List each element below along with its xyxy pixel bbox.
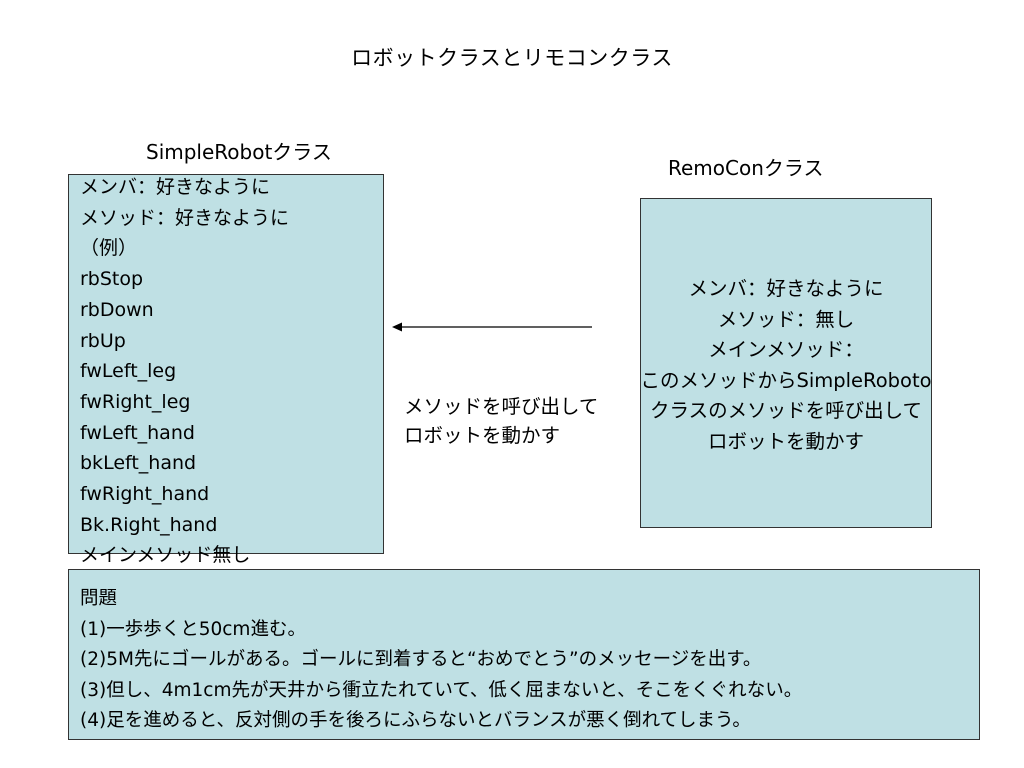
problem-heading: 問題 <box>80 588 118 609</box>
robot-line: fwRight_leg <box>80 390 191 413</box>
robot-line: メンバ：好きなように <box>80 176 271 198</box>
call-label-line: メソッドを呼び出して <box>404 395 599 418</box>
call-label-line: ロボットを動かす <box>404 424 561 447</box>
remocon-line: クラスのメソッドを呼び出して <box>649 399 923 422</box>
robot-class-heading: SimpleRobotクラス <box>146 140 332 164</box>
remocon-class-contents: メンバ：好きなように メソッド：無し メインメソッド： このメソッドからSimp… <box>600 274 972 457</box>
remocon-line: メインメソッド： <box>708 338 864 361</box>
page-title: ロボットクラスとリモコンクラス <box>351 46 673 70</box>
remocon-line: このメソッドからSimpleRoboto <box>640 368 932 392</box>
problem-contents: 問題 (1)一歩歩くと50cm進む。 (2)5M先にゴールがある。ゴールに到着す… <box>80 584 802 737</box>
robot-line: fwRight_hand <box>80 483 210 506</box>
problem-line: (1)一歩歩くと50cm進む。 <box>80 618 306 640</box>
robot-line: fwLeft_leg <box>80 360 177 383</box>
robot-class-contents: メンバ：好きなように メソッド：好きなように （例） rbStop rbDown… <box>80 172 289 571</box>
robot-line: fwLeft_hand <box>80 421 195 444</box>
remocon-class-heading: RemoConクラス <box>668 156 824 180</box>
call-arrow-label: メソッドを呼び出して ロボットを動かす <box>404 392 598 450</box>
robot-line: メインメソッド無し <box>80 544 251 567</box>
remocon-line: ロボットを動かす <box>707 429 864 453</box>
robot-class-box <box>68 174 384 554</box>
robot-line: rbStop <box>80 268 144 291</box>
remocon-line: メンバ：好きなように <box>688 277 884 300</box>
robot-line: （例） <box>80 237 138 260</box>
robot-line: bkLeft_hand <box>80 452 197 475</box>
call-arrow-head <box>392 322 402 332</box>
robot-line: Bk.Right_hand <box>80 513 218 536</box>
robot-line: rbUp <box>80 329 126 352</box>
problem-box <box>68 569 980 740</box>
remocon-class-box <box>640 198 932 528</box>
robot-line: メソッド：好きなように <box>80 206 290 229</box>
problem-line: (2)5M先にゴールがある。ゴールに到着すると“おめでとう”のメッセージを出す。 <box>80 649 762 670</box>
problem-line: (3)但し、4m1cm先が天井から衝立たれていて、低く屈まないと、そこをくぐれな… <box>80 679 803 701</box>
remocon-line: メソッド：無し <box>717 307 855 331</box>
problem-line: (4)足を進めると、反対側の手を後ろにふらないとバランスが悪く倒れてしまう。 <box>80 710 751 731</box>
robot-line: rbDown <box>80 298 154 321</box>
